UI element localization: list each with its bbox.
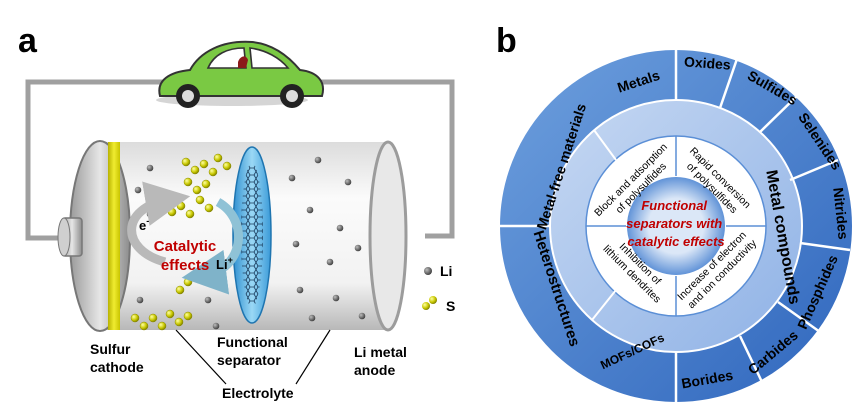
sulfur-label-2: cathode xyxy=(90,359,144,375)
center-title: Functional separators with catalytic eff… xyxy=(626,198,726,249)
sulfur-label-1: Sulfur xyxy=(90,341,131,357)
li-ion-label: Li+ xyxy=(216,255,233,272)
electron-label: e- xyxy=(139,216,149,233)
inner-dividers xyxy=(586,136,766,316)
outer-dividers xyxy=(499,49,851,403)
catalytic-label: Catalytic xyxy=(154,238,217,255)
battery-cell xyxy=(57,140,408,332)
classification-wheel: Functional separators with catalytic eff… xyxy=(498,48,854,404)
catalytic-arrow-left xyxy=(127,181,191,267)
functional-separator xyxy=(232,146,272,324)
electrolyte-label: Electrolyte xyxy=(222,385,294,401)
legend: Li S xyxy=(422,263,455,314)
legend-s-marker xyxy=(422,302,430,310)
catalytic-arrow-right xyxy=(181,198,243,295)
effects-label: effects xyxy=(161,257,209,274)
lithium-atoms xyxy=(134,156,366,330)
panel-b-letter: b xyxy=(496,22,517,60)
legend-li-marker xyxy=(424,267,432,275)
panel-a-letter: a xyxy=(18,22,38,60)
car-icon xyxy=(156,40,324,108)
legend-s-label: S xyxy=(446,298,455,314)
anode-label-1: Li metal xyxy=(354,344,407,360)
outer-oxides: Oxides xyxy=(683,53,731,72)
middle-dividers xyxy=(591,129,617,321)
separator-label-1: Functional xyxy=(217,334,288,350)
legend-li-label: Li xyxy=(440,263,452,279)
electrolyte-leader-left xyxy=(175,329,227,385)
separator-label-2: separator xyxy=(217,352,281,368)
outer-nitrides: Nitrides xyxy=(830,187,851,241)
component-labels: Sulfur cathode Functional separator Li m… xyxy=(90,329,407,401)
anode-label-2: anode xyxy=(354,362,395,378)
electrolyte-leader-right xyxy=(295,329,331,385)
